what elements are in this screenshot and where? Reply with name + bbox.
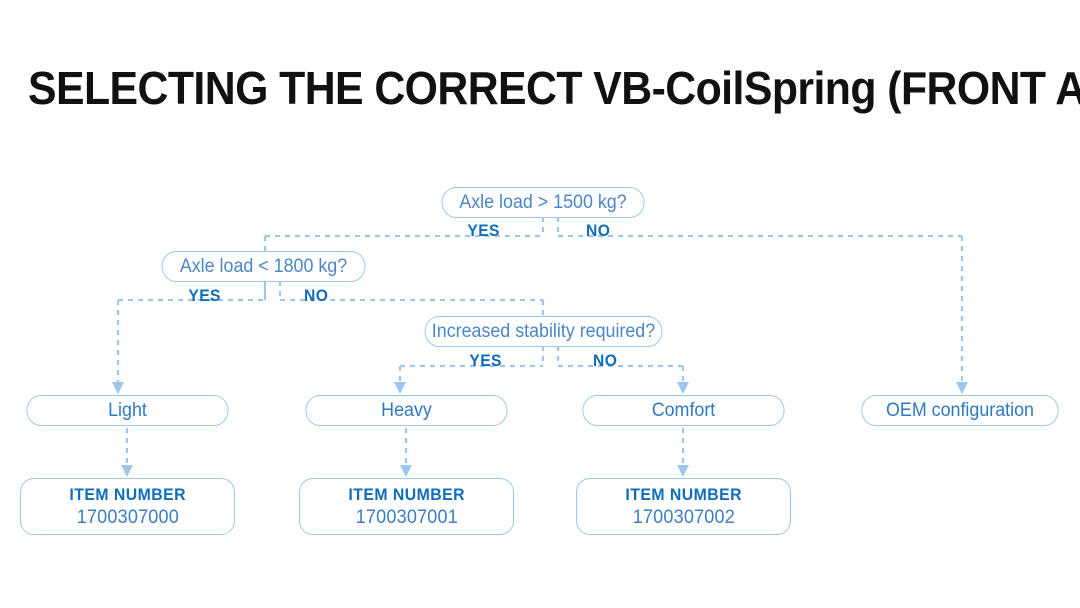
item-number-value: 1700307001 (355, 507, 458, 528)
decision-node-axle-load-1500[interactable]: Axle load > 1500 kg? (441, 187, 645, 218)
result-node-label: Light (108, 400, 147, 421)
result-node-light[interactable]: Light (26, 395, 229, 426)
decision-node-axle-load-1800[interactable]: Axle load < 1800 kg? (161, 251, 366, 282)
item-number-value: 1700307000 (76, 507, 179, 528)
item-number-title: ITEM NUMBER (348, 485, 465, 504)
item-number-title: ITEM NUMBER (69, 485, 186, 504)
result-node-label: OEM configuration (886, 400, 1034, 421)
q2-yes-label: YES (188, 286, 221, 305)
result-node-label: Heavy (381, 400, 432, 421)
item-number-box-light[interactable]: ITEM NUMBER 1700307000 (20, 478, 235, 535)
item-number-box-heavy[interactable]: ITEM NUMBER 1700307001 (299, 478, 514, 535)
q3-no-label: NO (593, 351, 618, 370)
item-number-box-comfort[interactable]: ITEM NUMBER 1700307002 (576, 478, 791, 535)
decision-node-label: Axle load > 1500 kg? (459, 192, 627, 213)
item-number-value: 1700307002 (632, 507, 735, 528)
result-node-oem-configuration[interactable]: OEM configuration (861, 395, 1059, 426)
page-title: SELECTING THE CORRECT VB-CoilSpring (FRO… (28, 62, 1080, 114)
decision-node-label: Axle load < 1800 kg? (179, 256, 348, 277)
result-node-heavy[interactable]: Heavy (305, 395, 508, 426)
result-node-label: Comfort (651, 400, 716, 421)
q3-yes-label: YES (469, 351, 502, 370)
item-number-title: ITEM NUMBER (625, 485, 742, 504)
q1-yes-label: YES (467, 221, 500, 240)
decision-node-increased-stability[interactable]: Increased stability required? (424, 316, 663, 347)
q1-no-label: NO (586, 221, 611, 240)
q2-no-label: NO (304, 286, 329, 305)
decision-node-label: Increased stability required? (431, 321, 656, 342)
result-node-comfort[interactable]: Comfort (582, 395, 785, 426)
